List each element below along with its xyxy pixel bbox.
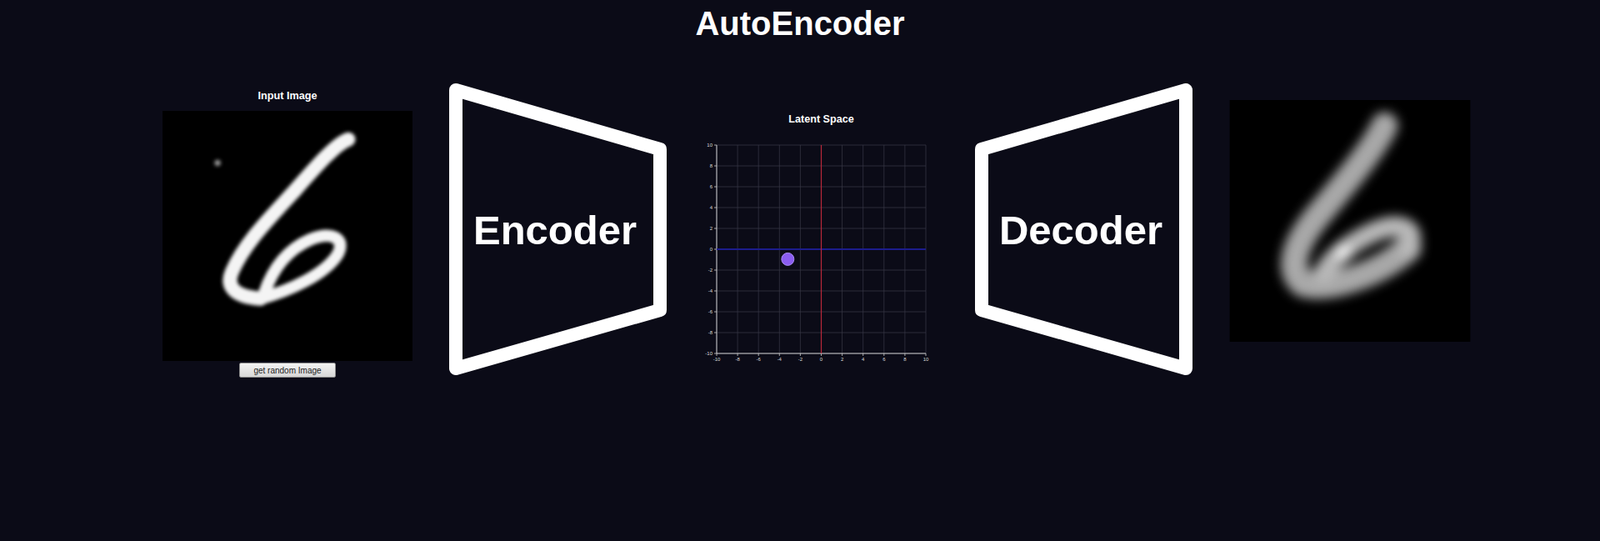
button-label: get random Image <box>253 365 321 375</box>
tick-label: -4 <box>708 288 713 295</box>
input-image-panel: Input Image <box>162 110 413 361</box>
tick-label: 6 <box>710 184 713 190</box>
zero-line-vertical <box>820 145 822 354</box>
block-label: Decoder <box>999 206 1163 254</box>
random-image-button: get random Image <box>239 362 336 378</box>
digit-strokes <box>214 139 348 299</box>
latent-plot <box>714 145 926 356</box>
tick-label: 0 <box>820 356 823 363</box>
tick-label: 10 <box>923 356 930 363</box>
tick-label: -2 <box>798 356 803 363</box>
block-label: Encoder <box>473 206 637 254</box>
page-title: AutoEncoder <box>0 5 1600 43</box>
noise-dot <box>214 160 220 166</box>
digit-loop <box>1323 226 1411 274</box>
tick-label: 2 <box>710 225 713 232</box>
tick-label: -10 <box>713 356 721 363</box>
tick-label: -10 <box>705 350 713 357</box>
digit-stroke <box>230 139 349 299</box>
decoder-block: Decoder <box>975 83 1194 376</box>
latent-point <box>781 252 795 265</box>
tick-label: 10 <box>706 142 713 149</box>
trapezoid-shape <box>981 90 1186 369</box>
tick-label: -6 <box>708 309 713 315</box>
tick-label: -2 <box>708 267 713 274</box>
tick-label: -8 <box>735 356 740 363</box>
output-digit-image <box>1230 100 1471 342</box>
tick-label: -8 <box>708 330 713 336</box>
panel-heading: Latent Space <box>683 113 960 125</box>
tick-label: 2 <box>840 356 844 363</box>
tick-label: 6 <box>882 356 885 363</box>
input-digit-image <box>162 110 413 361</box>
digit-strokes <box>1294 125 1411 286</box>
digit-loop <box>260 235 341 299</box>
encoder-block: Encoder <box>449 83 668 376</box>
tick-label: 4 <box>861 356 865 363</box>
trapezoid-shape <box>455 90 660 369</box>
tick-label: 4 <box>710 205 713 211</box>
digit-stroke <box>1294 125 1409 286</box>
grid-line <box>820 145 822 354</box>
image-ground <box>1230 100 1471 342</box>
tick-label: -6 <box>756 356 761 363</box>
tick-label: 8 <box>903 356 906 363</box>
panel-heading: Input Image <box>129 90 446 102</box>
image-ground <box>162 110 413 361</box>
bright-core <box>1335 245 1353 262</box>
latent-space-plot: Latent Space <box>716 145 926 354</box>
tick-label: -4 <box>777 356 782 363</box>
tick-label: 0 <box>710 246 713 253</box>
tick-label: 8 <box>710 163 713 170</box>
